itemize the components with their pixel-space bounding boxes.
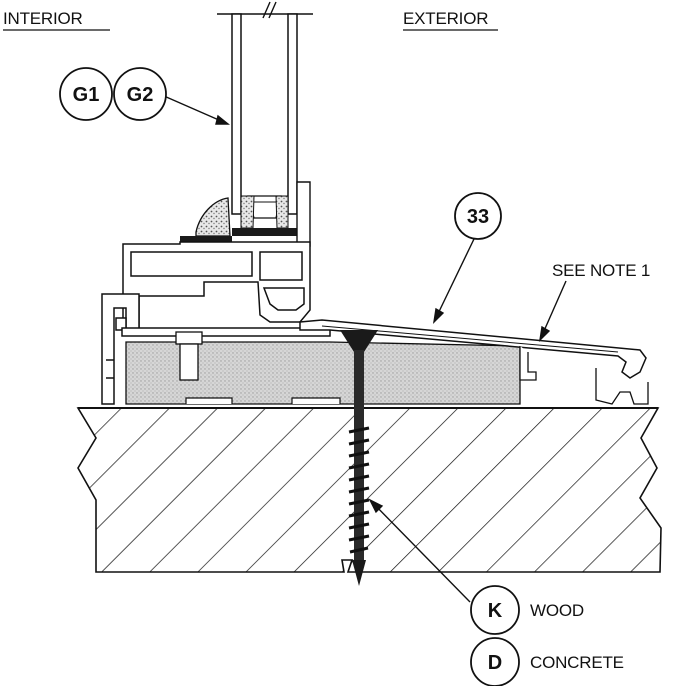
leader-lines (163, 95, 567, 603)
legend-item-concrete: D CONCRETE (470, 637, 624, 686)
see-note-label: SEE NOTE 1 (552, 261, 650, 280)
glazing-unit (217, 1, 313, 236)
exterior-heading: EXTERIOR (403, 9, 498, 31)
substrate-hatched (76, 407, 662, 573)
svg-text:D: D (488, 652, 502, 674)
svg-text:CONCRETE: CONCRETE (530, 653, 624, 672)
svg-text:33: 33 (467, 206, 489, 228)
anchor-block (175, 331, 203, 381)
interior-gasket (180, 197, 232, 242)
svg-text:EXTERIOR: EXTERIOR (403, 9, 488, 28)
frame-extrusion (101, 241, 331, 405)
glass-callout-g1: G1 (59, 67, 113, 121)
legend-item-wood: K WOOD (470, 585, 584, 635)
svg-text:G2: G2 (127, 84, 154, 106)
svg-text:K: K (488, 600, 503, 622)
glass-callout-g2: G2 (113, 67, 167, 121)
svg-text:G1: G1 (73, 84, 100, 106)
svg-text:INTERIOR: INTERIOR (3, 9, 83, 28)
part-callout-33: 33 (454, 192, 502, 240)
sill-extension-33 (299, 319, 649, 405)
shim-notches (185, 397, 341, 404)
exterior-glazing-leg (296, 181, 311, 247)
fastener-screw (340, 330, 378, 586)
svg-text:WOOD: WOOD (530, 601, 584, 620)
interior-heading: INTERIOR (3, 9, 110, 31)
